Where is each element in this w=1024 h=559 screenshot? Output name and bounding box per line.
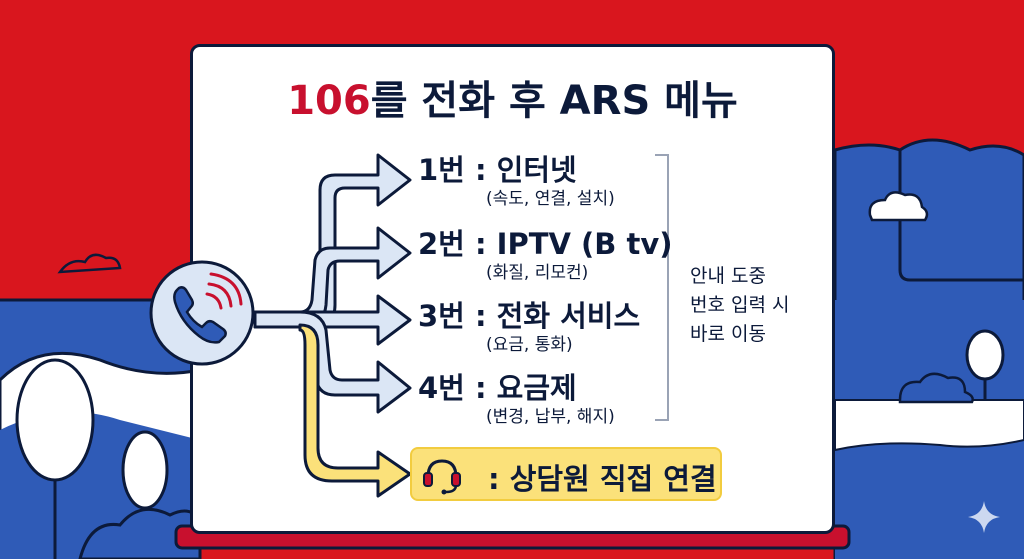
- menu-item-2-detail: (화질, 리모컨): [486, 263, 589, 283]
- arrow-agent: [298, 323, 412, 498]
- menu-item-3-label: 3번 : 전화 서비스: [418, 299, 641, 333]
- menu-item-2: 2번 : IPTV (B tv) (화질, 리모컨): [418, 226, 673, 284]
- page-title: 106를 전화 후 ARS 메뉴: [190, 68, 835, 126]
- note-bracket: [655, 154, 669, 421]
- shortcut-note: 안내 도중 번호 입력 시 바로 이동: [690, 262, 789, 349]
- note-line-3: 바로 이동: [690, 323, 766, 345]
- menu-item-3: 3번 : 전화 서비스 (요금, 통화): [418, 298, 640, 356]
- menu-item-1-detail: (속도, 연결, 설치): [486, 189, 615, 209]
- menu-item-4-label: 4번 : 요금제: [418, 371, 577, 405]
- menu-item-4-detail: (변경, 납부, 해지): [486, 407, 615, 427]
- menu-item-2-label: 2번 : IPTV (B tv): [418, 227, 673, 261]
- tree-left-1: [15, 358, 95, 559]
- agent-label: : 상담원 직접 연결: [488, 462, 717, 496]
- tree-right: [965, 329, 1005, 400]
- phone-icon: [149, 260, 255, 366]
- menu-item-3-detail: (요금, 통화): [486, 335, 573, 355]
- agent-highlight: [410, 447, 722, 501]
- headset-icon: [423, 459, 461, 495]
- sparkle-icon: [968, 501, 1000, 533]
- menu-item-4: 4번 : 요금제 (변경, 납부, 해지): [418, 370, 615, 428]
- title-number: 106: [287, 78, 371, 124]
- menu-item-1-label: 1번 : 인터넷: [418, 153, 577, 187]
- title-text: 를 전화 후 ARS 메뉴: [370, 78, 738, 124]
- note-line-1: 안내 도중: [690, 265, 766, 287]
- note-line-2: 번호 입력 시: [690, 294, 790, 316]
- menu-item-1: 1번 : 인터넷 (속도, 연결, 설치): [418, 152, 615, 210]
